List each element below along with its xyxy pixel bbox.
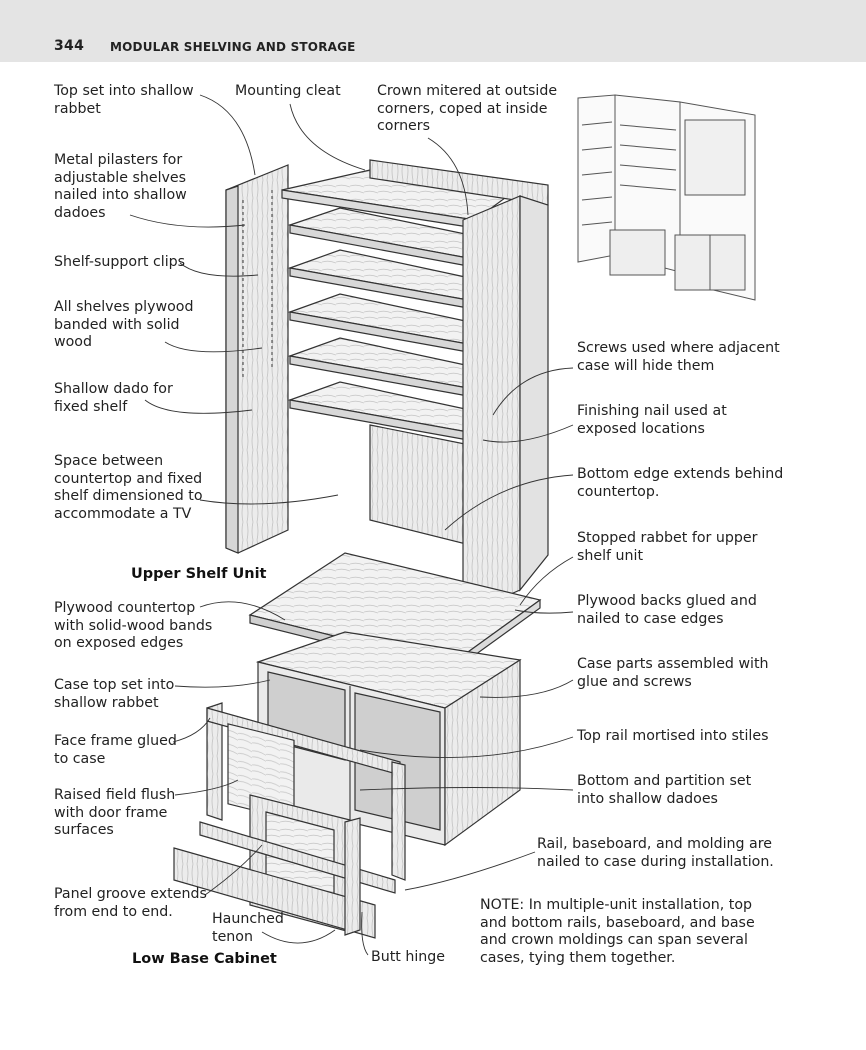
label-shallow-dado: Shallow dado for fixed shelf xyxy=(54,381,173,415)
note-multiple-unit: NOTE: In multiple-unit installation, top… xyxy=(480,897,755,966)
label-finishing-nail: Finishing nail used at exposed locations xyxy=(577,403,727,437)
assembled-units-thumbnail xyxy=(577,94,756,301)
label-shelf-support-clips: Shelf-support clips xyxy=(54,254,186,270)
label-bottom-edge: Bottom edge extends behind countertop. xyxy=(577,466,784,500)
label-panel-groove: Panel groove extends from end to end. xyxy=(54,886,207,920)
upper-right-side-panel xyxy=(462,195,549,616)
upper-left-side-panel xyxy=(225,164,289,554)
label-top-set-rabbet: Top set into shallow rabbet xyxy=(54,83,194,117)
label-plywood-backs: Plywood backs glued and nailed to case e… xyxy=(577,593,757,627)
label-face-frame: Face frame glued to case xyxy=(54,733,177,767)
label-rail-baseboard: Rail, baseboard, and molding are nailed … xyxy=(537,836,774,870)
label-screws-used: Screws used where adjacent case will hid… xyxy=(577,340,780,374)
label-metal-pilasters: Metal pilasters for adjustable shelves n… xyxy=(54,152,187,221)
label-plywood-countertop: Plywood countertop with solid-wood bands… xyxy=(54,600,213,651)
upper-back-panel xyxy=(369,424,471,546)
upper-top-panel xyxy=(281,169,507,229)
caption-low-base-cabinet: Low Base Cabinet xyxy=(132,951,277,967)
caption-upper-shelf-unit: Upper Shelf Unit xyxy=(131,566,267,582)
page-header-band xyxy=(0,0,866,62)
label-case-top: Case top set into shallow rabbet xyxy=(54,677,175,711)
label-mounting-cleat: Mounting cleat xyxy=(235,83,341,99)
label-crown-mitered: Crown mitered at outside corners, coped … xyxy=(377,83,558,134)
face-frame xyxy=(206,702,406,881)
page-number: 344 xyxy=(54,38,85,54)
label-stopped-rabbet: Stopped rabbet for upper shelf unit xyxy=(577,530,758,564)
label-haunched-tenon: Haunched tenon xyxy=(212,911,284,945)
label-butt-hinge: Butt hinge xyxy=(371,949,446,965)
label-bottom-partition: Bottom and partition set into shallow da… xyxy=(577,773,752,807)
adjustable-shelves xyxy=(287,207,471,441)
label-space-between: Space between countertop and fixed shelf… xyxy=(54,453,203,522)
base-rails-and-baseboard xyxy=(173,817,396,939)
callout-leader-lines xyxy=(129,94,574,956)
running-head: MODULAR SHELVING AND STORAGE xyxy=(110,40,356,54)
label-all-shelves-plywood: All shelves plywood banded with solid wo… xyxy=(54,299,194,350)
label-top-rail: Top rail mortised into stiles xyxy=(577,728,769,744)
label-case-parts: Case parts assembled with glue and screw… xyxy=(577,656,769,690)
label-raised-field: Raised field flush with door frame surfa… xyxy=(54,787,176,838)
